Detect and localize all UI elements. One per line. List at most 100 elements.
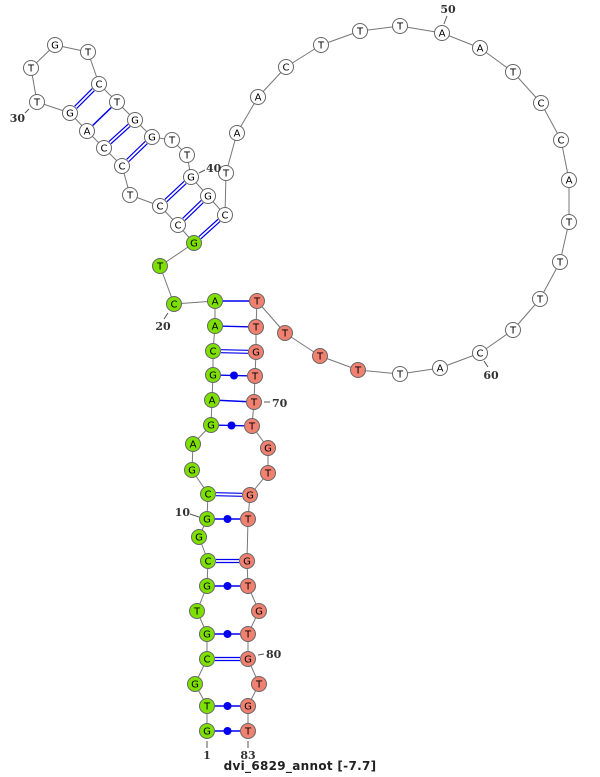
nucleotide-26[interactable]: C <box>114 158 130 174</box>
nucleotide-10[interactable]: G <box>199 511 215 527</box>
svg-text:C: C <box>477 349 484 360</box>
base-pair <box>215 582 240 590</box>
nucleotide-68[interactable]: G <box>248 344 264 360</box>
nucleotide-12[interactable]: G <box>184 462 200 478</box>
nucleotide-69[interactable]: T <box>247 368 263 384</box>
nucleotide-50[interactable]: A <box>434 25 450 41</box>
nucleotide-51[interactable]: A <box>472 40 488 56</box>
nucleotide-19[interactable]: A <box>207 293 223 309</box>
nucleotide-23[interactable]: C <box>170 217 186 233</box>
nucleotide-71[interactable]: T <box>244 418 260 434</box>
position-label: 40 <box>206 162 222 175</box>
nucleotide-43[interactable]: T <box>218 165 234 181</box>
nucleotide-64[interactable]: T <box>312 348 328 364</box>
nucleotide-78[interactable]: G <box>251 603 267 619</box>
nucleotide-6[interactable]: T <box>189 603 205 619</box>
nucleotide-3[interactable]: G <box>187 676 203 692</box>
nucleotide-9[interactable]: G <box>191 529 207 545</box>
nucleotide-36[interactable]: G <box>127 112 143 128</box>
nucleotide-56[interactable]: T <box>561 214 577 230</box>
nucleotide-28[interactable]: A <box>79 123 95 139</box>
nucleotide-83[interactable]: T <box>240 723 256 739</box>
nucleotide-81[interactable]: T <box>251 676 267 692</box>
nucleotide-15[interactable]: A <box>204 392 220 408</box>
nucleotide-66[interactable]: T <box>249 293 265 309</box>
nucleotide-30[interactable]: T <box>29 94 45 110</box>
nucleotide-42[interactable]: C <box>217 207 233 223</box>
svg-text:T: T <box>126 191 134 202</box>
nucleotide-37[interactable]: G <box>144 129 160 145</box>
nucleotide-70[interactable]: T <box>246 394 262 410</box>
nucleotide-67[interactable]: T <box>248 319 264 335</box>
nucleotide-65[interactable]: T <box>277 325 293 341</box>
nucleotide-31[interactable]: T <box>23 60 39 76</box>
nucleotide-76[interactable]: G <box>239 553 255 569</box>
nucleotide-82[interactable]: G <box>240 698 256 714</box>
nucleotide-2[interactable]: T <box>199 698 215 714</box>
nucleotide-14[interactable]: G <box>203 417 219 433</box>
nucleotide-73[interactable]: T <box>260 465 276 481</box>
nucleotide-35[interactable]: T <box>109 94 125 110</box>
nucleotide-80[interactable]: G <box>240 651 256 667</box>
nucleotide-25[interactable]: T <box>122 187 138 203</box>
nucleotide-18[interactable]: A <box>207 318 223 334</box>
svg-text:T: T <box>251 372 259 383</box>
base-pair <box>220 371 248 380</box>
svg-text:A: A <box>439 29 446 40</box>
nucleotide-60[interactable]: C <box>472 345 488 361</box>
nucleotide-8[interactable]: C <box>200 553 216 569</box>
nucleotide-63[interactable]: T <box>350 362 366 378</box>
nucleotide-45[interactable]: A <box>250 89 266 105</box>
nucleotide-17[interactable]: C <box>205 343 221 359</box>
nucleotide-44[interactable]: A <box>229 125 245 141</box>
nucleotide-20[interactable]: C <box>166 296 182 312</box>
svg-text:G: G <box>188 466 196 477</box>
nucleotide-55[interactable]: A <box>561 172 577 188</box>
nucleotide-48[interactable]: T <box>352 23 368 39</box>
base-pair <box>222 325 249 328</box>
nucleotide-72[interactable]: G <box>260 440 276 456</box>
svg-text:G: G <box>207 421 215 432</box>
nucleotide-62[interactable]: T <box>392 366 408 382</box>
nucleotide-13[interactable]: A <box>185 436 201 452</box>
nucleotide-46[interactable]: C <box>278 59 294 75</box>
label-tick <box>189 513 200 518</box>
nucleotide-61[interactable]: A <box>432 360 448 376</box>
nucleotide-4[interactable]: C <box>199 651 215 667</box>
nucleotide-77[interactable]: T <box>240 578 256 594</box>
nucleotide-75[interactable]: T <box>240 511 256 527</box>
svg-text:G: G <box>203 630 211 641</box>
label-tick <box>163 312 169 320</box>
nucleotide-22[interactable]: G <box>186 235 202 251</box>
svg-text:G: G <box>243 557 251 568</box>
nucleotide-79[interactable]: T <box>240 626 256 642</box>
nucleotide-32[interactable]: G <box>47 37 63 53</box>
nucleotide-53[interactable]: C <box>533 95 549 111</box>
nucleotide-40[interactable]: G <box>183 169 199 185</box>
nucleotide-39[interactable]: T <box>179 147 195 163</box>
nucleotide-16[interactable]: G <box>205 367 221 383</box>
nucleotide-74[interactable]: G <box>242 487 258 503</box>
nucleotide-52[interactable]: T <box>505 64 521 80</box>
nucleotide-1[interactable]: G <box>199 723 215 739</box>
nucleotide-47[interactable]: T <box>313 37 329 53</box>
nucleotide-21[interactable]: T <box>152 258 168 274</box>
nucleotide-29[interactable]: G <box>62 105 78 121</box>
nucleotide-34[interactable]: C <box>91 76 107 92</box>
svg-text:T: T <box>248 422 256 433</box>
nucleotide-5[interactable]: G <box>199 626 215 642</box>
nucleotide-58[interactable]: T <box>532 291 548 307</box>
nucleotide-38[interactable]: T <box>164 132 180 148</box>
nucleotide-24[interactable]: C <box>152 198 168 214</box>
nucleotide-59[interactable]: T <box>505 322 521 338</box>
position-label: 50 <box>440 3 456 16</box>
nucleotide-57[interactable]: T <box>552 254 568 270</box>
nucleotide-54[interactable]: C <box>553 132 569 148</box>
position-label: 60 <box>483 369 499 382</box>
nucleotide-27[interactable]: C <box>96 140 112 156</box>
nucleotide-41[interactable]: G <box>200 188 216 204</box>
nucleotide-33[interactable]: T <box>80 44 96 60</box>
nucleotide-11[interactable]: C <box>200 486 216 502</box>
nucleotide-49[interactable]: T <box>392 18 408 34</box>
nucleotide-7[interactable]: G <box>199 578 215 594</box>
